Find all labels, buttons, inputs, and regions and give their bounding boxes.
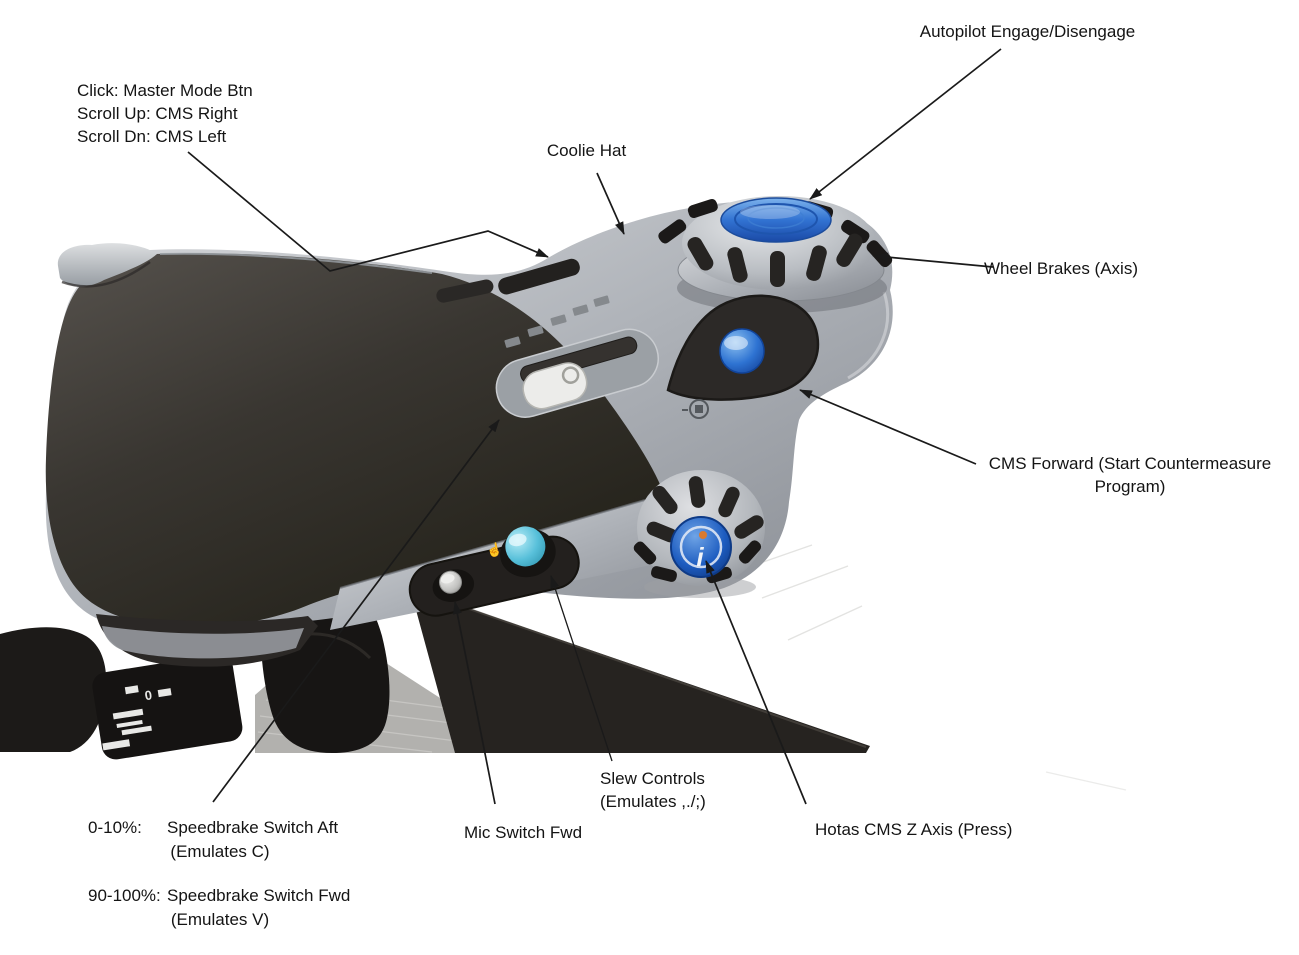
band-edge-highlight bbox=[411, 588, 867, 748]
label-cms-forward-line1: CMS Forward (Start Countermeasure bbox=[988, 454, 1272, 473]
label-speedbrake-aft-key: (Emulates C) bbox=[170, 842, 270, 861]
label-slew-controls: Slew Controls (Emulates ,./;) bbox=[600, 767, 706, 813]
throttle-base: 0 bbox=[0, 564, 870, 760]
label-speedbrake-fwd: Speedbrake Switch Fwd bbox=[167, 886, 351, 905]
label-master-mode-line2: Scroll Up: CMS Right bbox=[77, 104, 238, 123]
base-left-rail bbox=[0, 627, 107, 752]
label-cms-forward: CMS Forward (Start Countermeasure Progra… bbox=[972, 452, 1288, 498]
label-hotas-z: Hotas CMS Z Axis (Press) bbox=[815, 820, 1013, 839]
base-tick bbox=[124, 685, 139, 695]
label-cms-forward-line2: Program) bbox=[1094, 477, 1166, 496]
wing-top-rim bbox=[159, 252, 433, 274]
label-master-mode-line1: Click: Master Mode Btn bbox=[77, 81, 253, 100]
silver-tip bbox=[57, 243, 157, 287]
mic-nub-top bbox=[440, 574, 455, 584]
label-slew-line1: Slew Controls bbox=[600, 769, 705, 788]
info-button: i bbox=[670, 516, 732, 578]
button-icon bbox=[682, 399, 709, 419]
label-master-mode: Click: Master Mode Btn Scroll Up: CMS Ri… bbox=[77, 79, 253, 148]
info-glyph-dot bbox=[699, 531, 707, 539]
slew-gloss bbox=[508, 533, 527, 547]
autopilot-gloss bbox=[740, 205, 800, 219]
arrow-hotas-z bbox=[705, 560, 807, 805]
label-speedbrake-fwd-range: 90-100%: bbox=[88, 886, 161, 905]
arrow-slew bbox=[550, 575, 613, 762]
slider-knob bbox=[522, 362, 588, 410]
label-mic-switch: Mic Switch Fwd bbox=[463, 823, 583, 842]
base-tick bbox=[121, 725, 152, 736]
label-speedbrake-fwd-key: (Emulates V) bbox=[170, 910, 270, 929]
cms-forward-gloss bbox=[724, 336, 748, 350]
label-slew-line2: (Emulates ,./;) bbox=[600, 792, 706, 811]
arrow-speedbrake bbox=[212, 419, 500, 803]
coolie-hat-dome bbox=[658, 196, 893, 313]
thumb-recess bbox=[408, 526, 580, 617]
arrow-autopilot bbox=[809, 48, 1002, 200]
master-mode-wheel-groove bbox=[436, 258, 580, 303]
hand-icon: ☝ bbox=[485, 540, 504, 560]
arrow-mic-switch bbox=[452, 601, 496, 805]
info-glyph: i bbox=[696, 542, 704, 572]
base-marking-panel: 0 bbox=[92, 654, 243, 760]
knob-rim-tabs bbox=[633, 540, 762, 584]
autopilot-button bbox=[720, 197, 832, 243]
tip-crease bbox=[61, 260, 151, 288]
base-tick bbox=[112, 708, 144, 720]
label-speedbrake-aft: Speedbrake Switch Aft bbox=[167, 818, 339, 837]
arrow-coolie-hat bbox=[596, 172, 625, 235]
label-autopilot: Autopilot Engage/Disengage bbox=[919, 22, 1136, 41]
body-right-highlight bbox=[847, 291, 889, 380]
underside-steel-band bbox=[102, 626, 304, 659]
speedbrake-slider bbox=[495, 328, 659, 418]
arrow-wheel-brakes bbox=[875, 252, 994, 268]
label-master-mode-line3: Scroll Dn: CMS Left bbox=[77, 127, 227, 146]
label-wheel-brakes: Wheel Brakes (Axis) bbox=[984, 259, 1138, 278]
base-tick bbox=[116, 719, 143, 728]
arm-top-edge bbox=[339, 499, 646, 589]
slider-knob-mark bbox=[561, 366, 580, 384]
base-tick bbox=[157, 688, 172, 698]
base-zero-marking: 0 bbox=[144, 687, 153, 703]
label-coolie-hat: Coolie Hat bbox=[546, 141, 627, 160]
cms-forward-pod bbox=[666, 294, 820, 419]
label-speedbrake-aft-range: 0-10%: bbox=[88, 818, 142, 837]
coolie-hat-slots bbox=[687, 233, 863, 287]
base-tick bbox=[102, 739, 131, 751]
arrow-master-mode bbox=[187, 151, 549, 272]
cms-z-knob: i bbox=[633, 470, 765, 598]
detent-marks bbox=[504, 295, 610, 348]
knob-slots bbox=[646, 476, 764, 543]
arrow-cms-forward bbox=[799, 389, 977, 465]
